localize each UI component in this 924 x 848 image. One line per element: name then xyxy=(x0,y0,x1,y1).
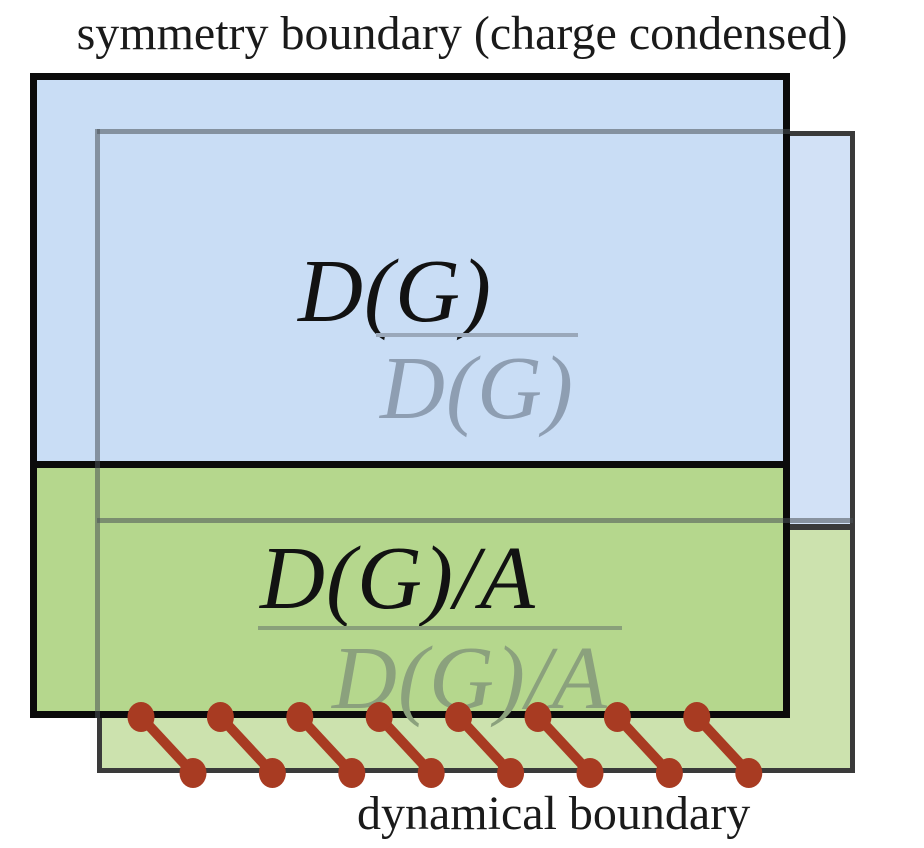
front-green-region-label: D(G)/A xyxy=(260,529,536,628)
symmetry-boundary-caption: symmetry boundary (charge condensed) xyxy=(76,7,848,60)
back-blue-region-label: D(G) xyxy=(380,339,574,438)
back-layer-ghost-top-edge xyxy=(97,129,790,134)
back-layer-ghost-divider xyxy=(97,518,853,523)
back-blue-label-overline xyxy=(376,333,578,337)
front-layer-rectangle xyxy=(30,73,790,718)
back-green-label-overline xyxy=(258,626,622,630)
front-blue-region-label: D(G) xyxy=(298,242,492,341)
dynamical-boundary-caption: dynamical boundary xyxy=(357,787,751,840)
back-layer-ghost-left-edge xyxy=(95,129,100,718)
back-green-region-label: D(G)/A xyxy=(332,629,608,728)
